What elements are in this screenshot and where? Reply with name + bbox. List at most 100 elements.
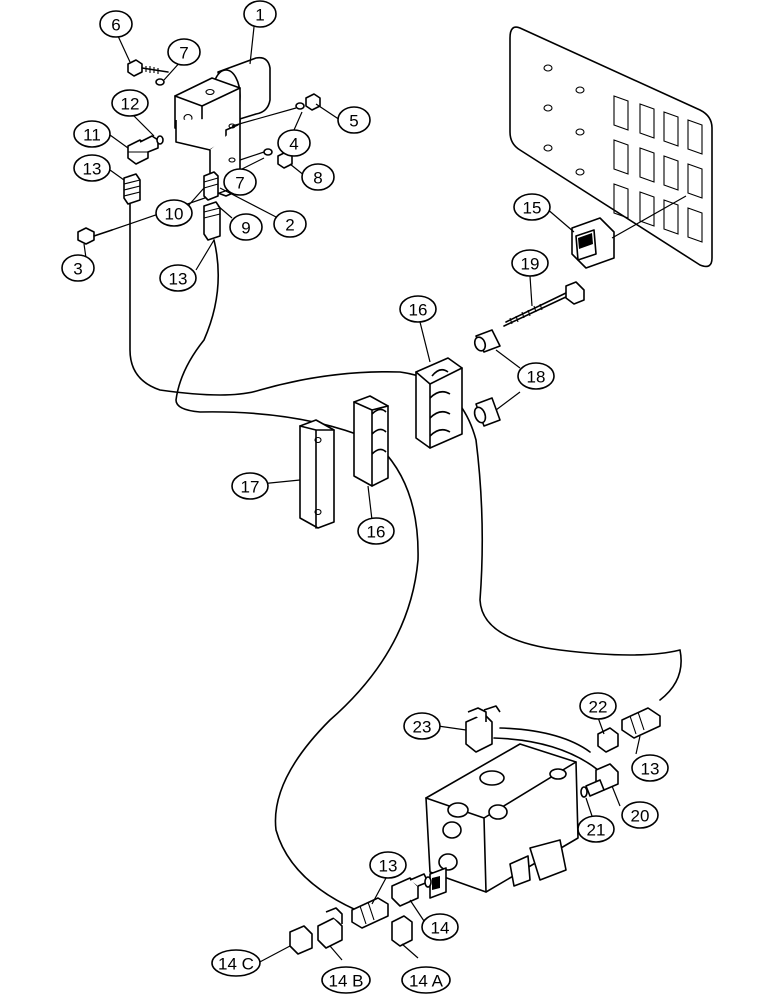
callout-13-top: 13	[73, 154, 111, 182]
hose-end-13	[123, 173, 141, 205]
hose-clamp-16-bottom	[353, 395, 389, 487]
callout-labels: 1 6 7 12 11 4 5 13 7 8 10 9 2 3 13 15 19…	[61, 0, 669, 994]
hose-end-13b	[203, 201, 221, 241]
svg-text:11: 11	[83, 126, 101, 145]
callout-13-left: 13	[159, 264, 197, 292]
svg-text:13: 13	[169, 270, 188, 289]
svg-text:5: 5	[349, 112, 358, 131]
hose-end-13c	[621, 707, 661, 739]
callout-20: 20	[621, 801, 659, 829]
tee-fitting-23	[465, 705, 501, 753]
o-ring-14	[424, 876, 432, 888]
callout-11: 11	[73, 120, 111, 148]
panel-switch-cutout	[663, 155, 679, 191]
svg-text:17: 17	[241, 478, 260, 497]
callout-21: 21	[577, 815, 615, 843]
fitting-14c	[289, 925, 313, 955]
hydraulic-hoses	[129, 203, 682, 911]
svg-text:22: 22	[589, 698, 608, 717]
svg-text:14 A: 14 A	[409, 972, 444, 991]
callout-16-bottom: 16	[357, 517, 395, 545]
switch-panel	[509, 26, 713, 268]
svg-text:7: 7	[179, 44, 188, 63]
callout-14c: 14 C	[211, 949, 261, 977]
panel-switch-cutout	[663, 111, 679, 147]
callout-22: 22	[579, 692, 617, 720]
svg-text:16: 16	[367, 523, 386, 542]
callout-5: 5	[337, 106, 371, 134]
fitting-14a	[391, 915, 413, 947]
fitting-14b	[317, 907, 343, 949]
callout-18: 18	[517, 362, 555, 390]
svg-text:7: 7	[235, 174, 244, 193]
svg-text:2: 2	[285, 216, 294, 235]
callout-8: 8	[301, 163, 335, 191]
o-ring	[156, 135, 164, 145]
svg-text:13: 13	[641, 760, 660, 779]
svg-text:9: 9	[241, 219, 250, 238]
washer	[155, 78, 165, 86]
panel-switch-cutout	[687, 119, 703, 155]
callout-15: 15	[513, 193, 551, 221]
callout-19: 19	[511, 249, 549, 277]
callout-13-right: 13	[631, 754, 669, 782]
svg-text:13: 13	[379, 857, 398, 876]
callout-3: 3	[61, 254, 95, 282]
callout-7-top: 7	[167, 38, 201, 66]
fitting-9	[203, 171, 219, 201]
callout-13-bottom: 13	[369, 851, 407, 879]
svg-text:13: 13	[83, 160, 102, 179]
solenoid-valve	[174, 56, 271, 197]
svg-text:14: 14	[431, 919, 450, 938]
callout-14b: 14 B	[321, 966, 371, 994]
control-valve-block	[425, 743, 579, 899]
callout-14: 14	[421, 913, 459, 941]
svg-text:8: 8	[313, 169, 322, 188]
spacer-18-top	[473, 329, 501, 353]
callout-6: 6	[99, 10, 133, 38]
bolt-19	[503, 281, 585, 327]
callout-4: 4	[277, 129, 311, 157]
svg-text:15: 15	[523, 199, 542, 218]
panel-switch-cutout	[613, 139, 629, 175]
callout-10: 10	[155, 199, 193, 227]
hose-end-13d	[351, 897, 389, 929]
washer-4	[295, 102, 305, 110]
leader-lines	[83, 26, 641, 965]
svg-text:21: 21	[587, 821, 606, 840]
spacer-18-bottom	[473, 397, 501, 427]
fitting-22	[597, 727, 619, 753]
svg-text:6: 6	[111, 16, 120, 35]
svg-text:3: 3	[73, 260, 82, 279]
panel-switch-cutout	[613, 183, 629, 219]
rocker-switch	[571, 195, 687, 269]
svg-text:4: 4	[289, 135, 298, 154]
panel-switch-cutout	[687, 207, 703, 243]
tee-fitting-14	[391, 873, 429, 907]
callout-14a: 14 A	[401, 966, 451, 994]
svg-text:12: 12	[121, 95, 140, 114]
svg-text:19: 19	[521, 255, 540, 274]
svg-text:1: 1	[255, 6, 264, 25]
callout-16-top: 16	[399, 295, 437, 323]
svg-text:14 C: 14 C	[218, 955, 254, 974]
nut-5	[305, 93, 321, 111]
svg-text:16: 16	[409, 301, 428, 320]
clamp-plate-17	[299, 419, 335, 529]
panel-switch-cutout	[639, 103, 655, 139]
svg-text:23: 23	[413, 718, 432, 737]
bolt-6	[127, 59, 169, 77]
svg-text:18: 18	[527, 368, 546, 387]
callout-2: 2	[273, 210, 307, 238]
callout-17: 17	[231, 472, 269, 500]
callout-12: 12	[111, 89, 149, 117]
callout-9: 9	[229, 213, 263, 241]
callout-1: 1	[243, 0, 277, 28]
hose-clamp-16-top	[415, 357, 463, 449]
elbow-fitting-20	[585, 763, 619, 797]
panel-switch-cutout	[639, 147, 655, 183]
svg-text:14 B: 14 B	[329, 972, 364, 991]
svg-text:10: 10	[165, 205, 184, 224]
